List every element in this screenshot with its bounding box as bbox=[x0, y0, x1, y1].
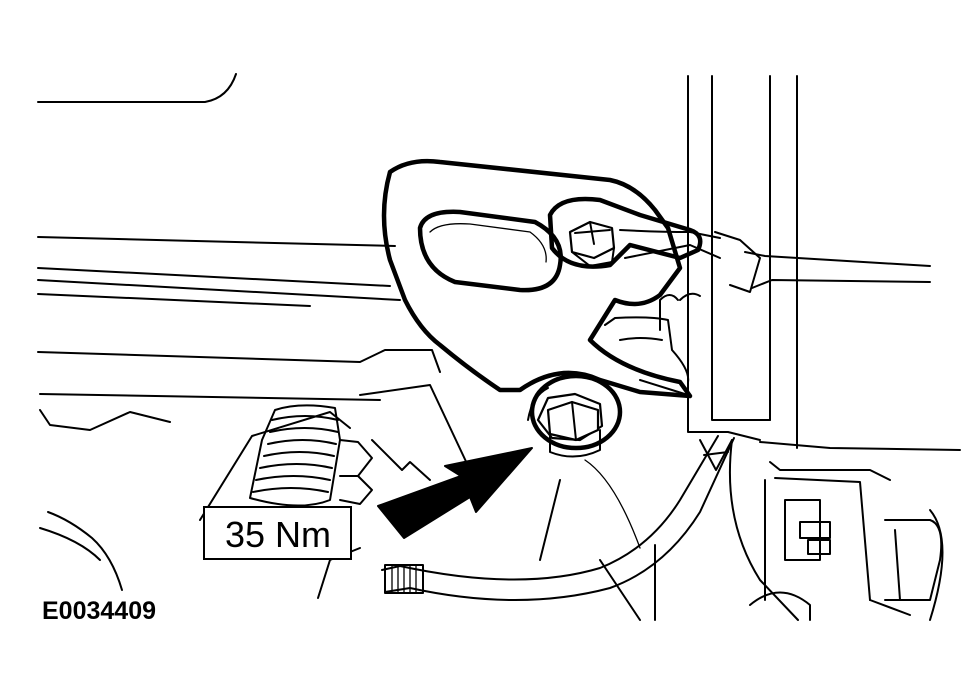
figure-id-label: E0034409 bbox=[42, 597, 156, 625]
right-components bbox=[749, 441, 961, 621]
lower-bolt bbox=[527, 373, 623, 458]
mount-column bbox=[639, 75, 798, 449]
torque-value-label: 35 Nm bbox=[225, 514, 331, 555]
torque-callout-box bbox=[203, 506, 352, 560]
upper-bolt bbox=[547, 196, 703, 269]
pointer-arrow bbox=[377, 447, 533, 539]
corrugated-hose bbox=[249, 404, 373, 507]
mount-bracket bbox=[381, 158, 693, 399]
lower-cable bbox=[381, 435, 799, 621]
torque-callout: 35 Nm bbox=[203, 506, 352, 560]
